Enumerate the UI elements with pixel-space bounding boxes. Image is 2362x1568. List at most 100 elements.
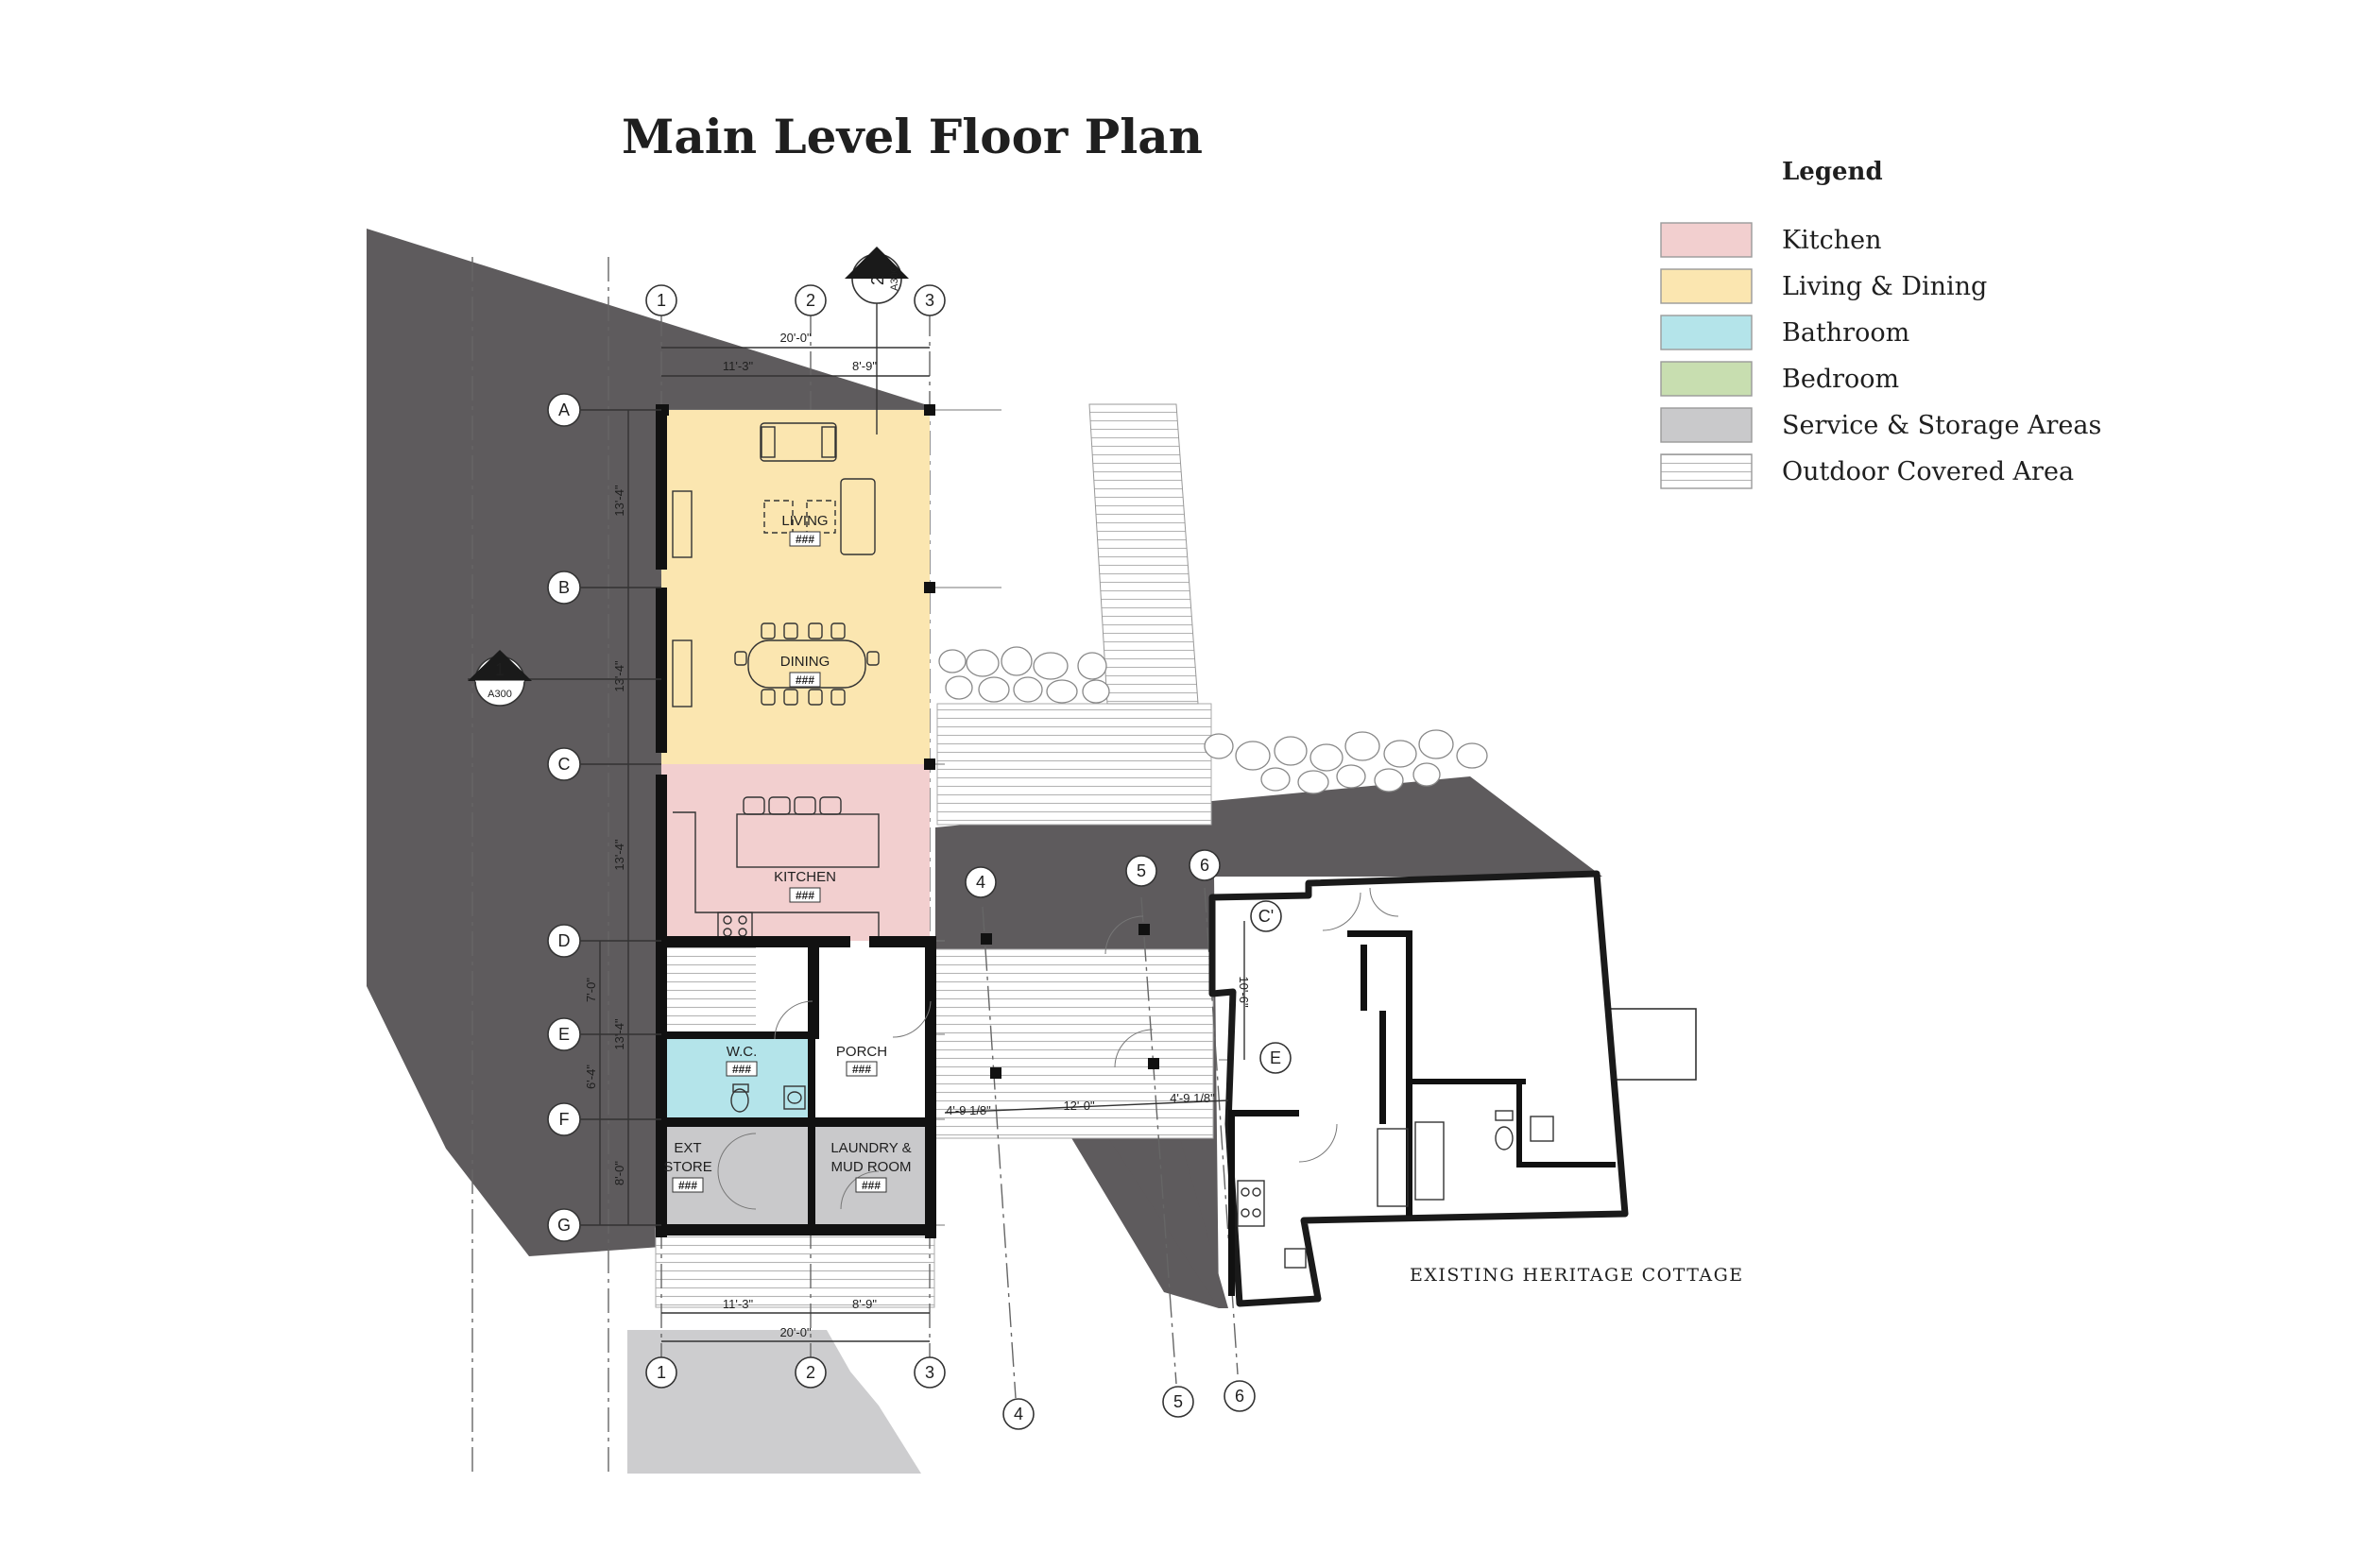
section-marker-2: 2 A300 (845, 247, 909, 435)
section-1-number: 1 (495, 660, 505, 679)
legend: Legend Kitchen Living & Dining Bathroom … (1660, 158, 2101, 489)
row-bubbles: A B C D E F G C' E (547, 393, 1292, 1242)
room-fills (661, 410, 930, 1224)
grid-row-c: C (558, 755, 571, 774)
dim-f-g: 8'-0" (612, 1161, 626, 1185)
door-swings (717, 915, 1154, 1210)
grid-row-d: D (558, 931, 571, 950)
dim-top-right: 8'-9" (852, 359, 877, 373)
stair-landing (1088, 403, 1199, 705)
laundry-fill (814, 1122, 930, 1224)
cottage-label: EXISTING HERITAGE COTTAGE (1410, 1265, 1744, 1286)
grid-col-1-bottom: 1 (657, 1363, 666, 1382)
dim-bottom-total: 20'-0" (779, 1325, 812, 1339)
cottage-side-porch (1608, 1008, 1697, 1081)
section-2-number: 2 (868, 276, 887, 285)
dim-e-f: 6'-4" (584, 1065, 598, 1089)
grid-col-6-top: 6 (1200, 856, 1209, 875)
dim-deck-mid: 12'-0" (1063, 1099, 1095, 1113)
dim-top-left: 11'-3" (723, 359, 754, 373)
room-tag-ext-store: ### (678, 1179, 697, 1192)
dim-top-total: 20'-0" (779, 331, 812, 345)
grid-col-2-bottom: 2 (806, 1363, 815, 1382)
plan-title: Main Level Floor Plan (622, 109, 1203, 164)
legend-swatch-kitchen (1660, 222, 1753, 258)
dim-cottage-side: 10'-6" (1237, 976, 1251, 1008)
dim-deck-right: 4'-9 1/8" (1170, 1091, 1215, 1105)
living-fill (661, 410, 930, 588)
legend-label-service-storage: Service & Storage Areas (1782, 411, 2101, 440)
legend-swatch-bedroom (1660, 361, 1753, 397)
grid-row-e: E (558, 1025, 570, 1044)
porch-fill (814, 1037, 930, 1120)
outdoor-decks (655, 403, 1697, 1308)
stairs (661, 941, 756, 1031)
legend-label-kitchen: Kitchen (1782, 226, 1882, 255)
room-name-porch: PORCH (836, 1044, 887, 1060)
grid-col-5-top: 5 (1137, 861, 1146, 880)
room-name-living: LIVING (781, 513, 828, 529)
grid-col-3-bottom: 3 (925, 1363, 934, 1382)
legend-item-service-storage: Service & Storage Areas (1660, 407, 2101, 443)
ext-store-fill (661, 1122, 813, 1224)
site-shading (367, 229, 1602, 1474)
heritage-cottage (1208, 870, 1629, 1307)
dimensions: 20'-0" 11'-3" 8'-9" 11'-3" 8'-9" 20'-0" … (584, 331, 1251, 1342)
dim-deck-left: 4'-9 1/8" (946, 1103, 991, 1117)
room-tag-laundry: ### (862, 1179, 881, 1192)
main-house-walls (656, 404, 936, 1238)
legend-label-living-dining: Living & Dining (1782, 272, 1987, 301)
legend-swatch-bathroom (1660, 315, 1753, 350)
room-name-wc: W.C. (727, 1044, 758, 1060)
room-name-laundry-2: MUD ROOM (831, 1159, 912, 1175)
dim-bottom-right: 8'-9" (852, 1297, 877, 1311)
kitchen-fill (661, 764, 930, 941)
legend-title: Legend (1782, 158, 1883, 186)
furniture (672, 422, 880, 1113)
legend-swatch-service-storage (1660, 407, 1753, 443)
dim-c-d: 13'-4" (612, 839, 626, 871)
left-shadow-mass (367, 229, 931, 1256)
room-labels: LIVING ### DINING ### KITCHEN ### W.C. #… (663, 513, 912, 1193)
legend-swatch-outdoor-covered (1660, 453, 1753, 489)
wc-fill (661, 1037, 813, 1120)
grid-col-5-bottom: 5 (1173, 1392, 1183, 1411)
upper-deck (936, 703, 1212, 826)
room-name-ext-store-2: STORE (663, 1159, 711, 1175)
grid-col-1-top: 1 (657, 291, 666, 310)
legend-item-bathroom: Bathroom (1660, 315, 1909, 350)
section-marker-1: 1 A300 (468, 650, 661, 707)
driveway-mass (627, 1330, 921, 1474)
room-name-laundry-1: LAUNDRY & (830, 1140, 911, 1156)
dim-d-e: 7'-0" (584, 978, 598, 1002)
grid-row-c-prime: C' (1258, 907, 1274, 926)
legend-item-bedroom: Bedroom (1660, 361, 1899, 397)
room-tag-dining: ### (796, 673, 814, 687)
grid-row-g: G (557, 1216, 571, 1235)
section-2-sheet: A300 (889, 266, 900, 291)
dim-b-c: 13'-4" (612, 660, 626, 692)
section-1-sheet: A300 (488, 689, 512, 700)
room-tag-wc: ### (732, 1063, 751, 1076)
grid-row-e-cottage: E (1270, 1048, 1281, 1067)
grid-col-4-top: 4 (976, 873, 985, 892)
dim-a-b: 13'-4" (612, 485, 626, 517)
grid-row-a: A (558, 401, 570, 419)
legend-swatch-living-dining (1660, 268, 1753, 304)
room-tag-living: ### (796, 533, 814, 546)
deck-shadow-mass (1049, 1082, 1228, 1308)
room-tag-porch: ### (852, 1063, 871, 1076)
entry-deck (655, 1227, 935, 1308)
legend-label-bedroom: Bedroom (1782, 365, 1899, 394)
room-name-dining: DINING (780, 654, 830, 670)
legend-item-outdoor-covered: Outdoor Covered Area (1660, 453, 2074, 489)
room-name-ext-store-1: EXT (674, 1140, 701, 1156)
room-tag-kitchen: ### (796, 889, 814, 902)
room-name-kitchen: KITCHEN (774, 869, 836, 885)
legend-label-bathroom: Bathroom (1782, 318, 1909, 348)
grid-col-6-bottom: 6 (1235, 1387, 1244, 1406)
grid-row-f: F (559, 1110, 570, 1129)
grid-row-b: B (558, 578, 570, 597)
legend-label-outdoor-covered: Outdoor Covered Area (1782, 457, 2074, 486)
